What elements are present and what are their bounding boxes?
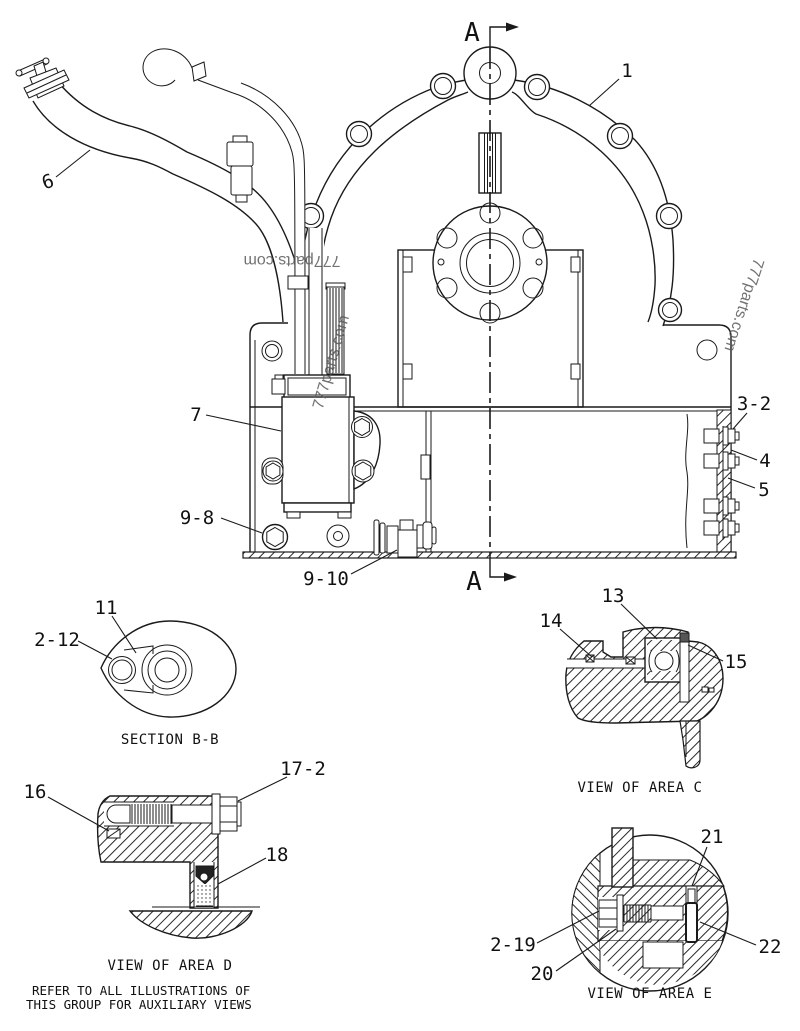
- oil-lines: [15, 48, 346, 375]
- bolt-head: [219, 796, 238, 832]
- hook-icon: [142, 48, 193, 87]
- suction-tube: [308, 228, 324, 375]
- area-c-view: 13 14 15 VIEW OF AREA C: [540, 585, 748, 796]
- callout-2-19: 2-19: [490, 910, 600, 956]
- tube-upper-edge: [57, 81, 303, 288]
- callout-5: 5: [727, 477, 770, 501]
- callout-2-19-label: 2-19: [490, 934, 536, 956]
- roll-pin-22: [685, 902, 698, 943]
- area-e-view: 2-19 20 21 22 VIEW OF AREA E: [490, 826, 781, 1002]
- upper-mass: [632, 859, 725, 887]
- plug-tip: [106, 804, 131, 824]
- callout-2-12-label: 2-12: [34, 629, 80, 651]
- callout-17-2: 17-2: [237, 758, 326, 802]
- seal-channel: [193, 862, 215, 908]
- section-bb-caption: SECTION B-B: [121, 732, 219, 748]
- callout-3-2: 3-2: [732, 393, 771, 430]
- callout-22: 22: [699, 921, 782, 958]
- section-line-a: A A: [464, 18, 519, 597]
- callout-13: 13: [602, 585, 658, 640]
- arch-bolts: [297, 72, 683, 323]
- callout-17-2-label: 17-2: [280, 758, 326, 780]
- callout-11-label: 11: [95, 597, 118, 619]
- bolt-shank: [171, 804, 214, 824]
- drain-tap: [15, 57, 70, 99]
- callout-16: 16: [24, 781, 110, 832]
- callout-1: 1: [588, 60, 633, 107]
- housing-fasteners: [261, 519, 437, 558]
- pin-21: [685, 885, 698, 904]
- callout-21: 21: [691, 826, 724, 887]
- callout-3-2-label: 3-2: [737, 393, 771, 415]
- dipstick-rod: [142, 48, 306, 375]
- callout-15: 15: [687, 644, 748, 673]
- pump-assembly: [261, 374, 381, 519]
- callout-15-label: 15: [725, 651, 748, 673]
- callout-18: 18: [217, 844, 289, 885]
- side-bolts: [703, 426, 740, 538]
- footnote-line2: THIS GROUP FOR AUXILIARY VIEWS: [26, 997, 252, 1012]
- callout-4-label: 4: [759, 450, 770, 472]
- washer-plate: [211, 793, 221, 835]
- callout-6: 6: [39, 149, 91, 194]
- rod-collar: [287, 275, 309, 290]
- area-e-caption: VIEW OF AREA E: [587, 986, 712, 1002]
- area-d-caption: VIEW OF AREA D: [107, 958, 232, 974]
- bottom-notch: [642, 941, 684, 969]
- fitting-9-10: [373, 519, 437, 558]
- callout-11: 11: [95, 597, 137, 654]
- retainer-pin: [679, 632, 690, 703]
- area-d-view: 16 17-2 18 VIEW OF AREA D: [24, 758, 326, 974]
- section-a-label-bottom: A: [466, 567, 482, 597]
- callout-20: 20: [531, 928, 617, 985]
- watermark-center: 777parts.com: [244, 252, 341, 269]
- section-bb-view: 11 2-12 SECTION B-B: [34, 597, 237, 748]
- footnote: REFER TO ALL ILLUSTRATIONS OF THIS GROUP…: [26, 983, 252, 1012]
- callout-18-label: 18: [266, 844, 289, 866]
- callout-7: 7: [190, 404, 282, 432]
- callout-20-label: 20: [531, 963, 554, 985]
- callout-22-label: 22: [759, 936, 782, 958]
- area-c-caption: VIEW OF AREA C: [577, 780, 702, 796]
- callout-14: 14: [540, 610, 593, 658]
- callout-16-label: 16: [24, 781, 47, 803]
- watermark-right: 777parts.com: [720, 256, 766, 353]
- pump-bolts: [262, 416, 375, 483]
- bolt-2-19: [598, 894, 684, 932]
- callout-7-label: 7: [190, 404, 201, 426]
- callout-5-label: 5: [758, 479, 769, 501]
- vertical-plate: [611, 827, 634, 888]
- footnote-line1: REFER TO ALL ILLUSTRATIONS OF: [32, 983, 250, 998]
- section-a-label-top: A: [464, 18, 480, 48]
- left-crescent-section: [571, 851, 601, 975]
- breather-fitting: [226, 135, 254, 203]
- callout-2-12: 2-12: [34, 629, 113, 660]
- dowel-tab: [679, 720, 701, 769]
- bolt-9-8: [261, 523, 289, 551]
- callout-9-8-label: 9-8: [180, 507, 214, 529]
- main-assembly-view: A A 1 6 7 9-8 9-10 3-2: [15, 18, 771, 597]
- thread-ticks: [131, 804, 172, 824]
- callout-13-label: 13: [602, 585, 625, 607]
- cover-arch: [297, 46, 683, 327]
- callout-14-label: 14: [540, 610, 563, 632]
- flywheel-housing-edge: [128, 910, 253, 939]
- tube-lower-edge: [32, 100, 284, 323]
- callout-4: 4: [730, 449, 771, 472]
- callout-21-label: 21: [701, 826, 724, 848]
- callout-9-10-label: 9-10: [303, 568, 349, 590]
- callout-9-10: 9-10: [303, 549, 398, 590]
- flex-hose: [325, 282, 346, 375]
- hook-collar: [191, 61, 207, 82]
- callout-6-label: 6: [39, 170, 57, 194]
- callout-1-label: 1: [621, 60, 632, 82]
- callout-9-8: 9-8: [180, 507, 263, 534]
